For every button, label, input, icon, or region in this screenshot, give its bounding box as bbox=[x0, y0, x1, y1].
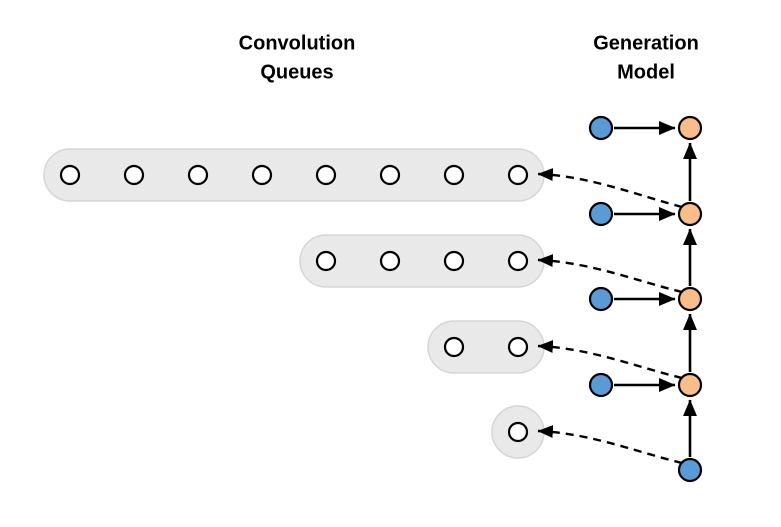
convolution-queues-title-line1: Convolution bbox=[239, 32, 356, 54]
convolution-queue-row-4 bbox=[491, 405, 545, 459]
queue-1-cell-1 bbox=[59, 164, 81, 186]
queue-1-container bbox=[43, 148, 545, 202]
bottom-blue-node bbox=[677, 457, 703, 483]
queue-1-cell-4 bbox=[251, 164, 273, 186]
queue-1-cell-7 bbox=[443, 164, 465, 186]
blue-node-2 bbox=[588, 201, 614, 227]
queue-3-cell-1 bbox=[443, 336, 465, 358]
queue-2-cell-4 bbox=[507, 250, 529, 272]
convolution-queue-row-3 bbox=[427, 320, 545, 374]
convolution-queue-row-2 bbox=[299, 234, 545, 288]
blue-node-3 bbox=[588, 286, 614, 312]
queue-3-cell-2 bbox=[507, 336, 529, 358]
queue-1-cell-6 bbox=[379, 164, 401, 186]
queue-4-cell-1 bbox=[507, 421, 529, 443]
blue-node-1 bbox=[588, 115, 614, 141]
convolution-queue-row-1 bbox=[43, 148, 545, 202]
dashed-arrow-4 bbox=[537, 425, 683, 465]
dashed-arrow-3 bbox=[537, 340, 683, 380]
generation-model-nodes-group bbox=[588, 115, 703, 483]
queue-1-cell-3 bbox=[187, 164, 209, 186]
queue-2-cell-3 bbox=[443, 250, 465, 272]
convolution-queues-title-line2: Queues bbox=[260, 61, 333, 83]
queue-2-cell-1 bbox=[315, 250, 337, 272]
orange-node-1 bbox=[677, 115, 703, 141]
generation-model-title-line1: Generation bbox=[593, 32, 699, 54]
queue-1-cell-5 bbox=[315, 164, 337, 186]
blue-node-4 bbox=[588, 372, 614, 398]
dashed-arrow-2 bbox=[537, 254, 683, 294]
queue-1-cell-2 bbox=[123, 164, 145, 186]
orange-node-4 bbox=[677, 372, 703, 398]
orange-node-3 bbox=[677, 286, 703, 312]
queue-1-cell-8 bbox=[507, 164, 529, 186]
orange-node-2 bbox=[677, 201, 703, 227]
headings-group: Convolution Queues Generation Model bbox=[239, 32, 699, 83]
generation-model-title-line2: Model bbox=[617, 61, 675, 83]
horizontal-arrows-group bbox=[614, 120, 676, 393]
dashed-arrow-1 bbox=[537, 168, 683, 209]
convolution-queues-group bbox=[43, 148, 545, 459]
queue-2-cell-2 bbox=[379, 250, 401, 272]
queue-2-container bbox=[299, 234, 545, 288]
dashed-feedback-arrows-group bbox=[537, 168, 683, 465]
